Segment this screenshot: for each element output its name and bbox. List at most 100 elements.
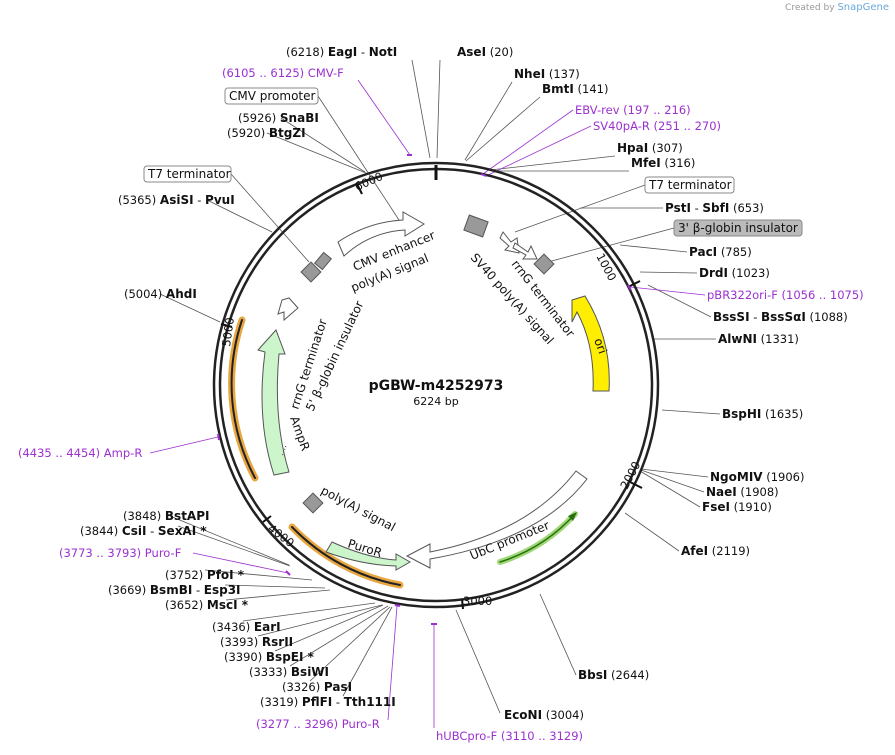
- enzyme-name: AlwNI: [718, 332, 757, 346]
- enzyme-label-naeI: NaeI (1908): [706, 485, 779, 499]
- enzyme-name-2: NotI: [369, 45, 398, 59]
- box-leader-t7-left: [230, 173, 310, 263]
- leader-line-earI: [242, 602, 376, 622]
- enzyme-name: PacI: [689, 245, 717, 259]
- enzyme-separator: -: [332, 695, 343, 709]
- enzyme-position: (137): [549, 67, 580, 81]
- enzyme-label-bspEI: (3390) BspEI *: [224, 650, 315, 664]
- enzyme-position: (3393): [220, 635, 258, 649]
- enzyme-label-asiSI-pvuI: (5365) AsiSI - PvuI: [118, 193, 235, 207]
- enzyme-name: BssSI: [713, 310, 750, 324]
- enzyme-label-csiI-sexAI: (3844) CsiI - SexAI *: [80, 524, 207, 538]
- created-by-text: Created by: [785, 3, 835, 13]
- enzyme-position: (5004): [124, 287, 162, 301]
- ori-feature: [571, 295, 610, 392]
- box-leader-beta-globin-3: [547, 227, 675, 263]
- leader-line-ngoMIV: [640, 468, 709, 478]
- t7-terminator-left-text: T7 terminator: [147, 167, 231, 181]
- enzyme-label-bbsI: BbsI (2644): [578, 668, 649, 682]
- leader-line-naeI: [640, 469, 705, 493]
- primer-name: CMV-F: [308, 66, 344, 80]
- leader-line-ecoNI: [455, 609, 501, 714]
- enzyme-label-hpaI: HpaI (307): [617, 141, 683, 155]
- enzyme-position: (6218): [286, 45, 324, 59]
- enzyme-position: (3319): [260, 695, 298, 709]
- enzyme-position: (3436): [212, 620, 250, 634]
- leader-line-hpaI: [489, 155, 616, 171]
- puror-feature: [325, 541, 412, 571]
- enzyme-position: (5926): [238, 111, 276, 125]
- enzyme-label-alwNI: AlwNI (1331): [718, 332, 799, 346]
- enzyme-label-bspHI: BspHI (1635): [722, 407, 803, 421]
- enzyme-label-bsmBI-esp3I: (3669) BsmBI - Esp3I: [108, 583, 241, 597]
- enzyme-label-pfoI: (3752) PfoI *: [165, 568, 245, 582]
- t7-terminator-left-box: T7 terminator: [143, 165, 232, 183]
- enzyme-name: MscI *: [207, 598, 249, 612]
- t7-terminator-right-box: T7 terminator: [644, 176, 735, 194]
- ori-label: ori: [591, 336, 609, 355]
- enzyme-name-2: Tth111I: [344, 695, 396, 709]
- leader-line-ahdI: [159, 293, 221, 323]
- primer-name: SV40pA-R: [593, 119, 650, 133]
- enzyme-position: (141): [578, 82, 609, 96]
- enzyme-label-earI: (3436) EarI: [212, 620, 281, 634]
- leader-line-pacI: [619, 244, 688, 253]
- enzyme-position: (1088): [809, 310, 847, 324]
- enzyme-name: BspEI *: [266, 650, 315, 664]
- enzyme-label-mfeI: MfeI (316): [631, 156, 695, 170]
- primer-marks: [217, 154, 632, 625]
- leader-line-bsiWI: [289, 605, 389, 667]
- leader-line-csiI-sexAI: [177, 525, 291, 567]
- leader-line-aseI: [436, 59, 441, 159]
- enzyme-separator: -: [146, 524, 157, 538]
- primer-range: (6105 .. 6125): [222, 66, 304, 80]
- primer-leader-puro-r: [387, 605, 398, 721]
- primer-range: (1056 .. 1075): [782, 288, 864, 302]
- leader-line-snaBI: [280, 117, 366, 173]
- leader-line-bstAPI: [169, 515, 290, 566]
- enzyme-name: PstI: [665, 201, 691, 215]
- primer-label-sv40pa-r: SV40pA-R (251 .. 270): [593, 119, 721, 133]
- leader-line-eagI-notI: [411, 59, 431, 159]
- polya-signal-bottom-label: poly(A) signal: [319, 483, 398, 534]
- enzyme-label-pflFI-tth111I: (3319) PflFI - Tth111I: [260, 695, 396, 709]
- enzyme-name-2: Esp3I: [204, 583, 241, 597]
- enzyme-position: (3004): [546, 708, 584, 722]
- enzyme-position: (653): [733, 201, 764, 215]
- tick-label-6000: 6000: [353, 169, 385, 194]
- enzyme-separator: -: [192, 583, 203, 597]
- enzyme-position: (5920): [227, 126, 265, 140]
- enzyme-position: (3669): [108, 583, 146, 597]
- leader-line-nheI: [464, 81, 513, 161]
- enzyme-separator: -: [750, 310, 761, 324]
- leader-line-bspEI: [274, 604, 384, 652]
- enzyme-separator: -: [194, 193, 205, 207]
- box-leader-cmv-promoter: [317, 95, 400, 221]
- leader-line-fseI: [639, 470, 701, 508]
- enzyme-label-bmtI: BmtI (141): [542, 82, 608, 96]
- primer-label-puro-r: (3277 .. 3296) Puro-R: [256, 717, 380, 731]
- leader-line-bmtI: [465, 96, 541, 162]
- enzyme-label-nheI: NheI (137): [514, 67, 580, 81]
- primer-range: (3110 .. 3129): [501, 729, 583, 743]
- enzyme-separator: -: [691, 201, 702, 215]
- enzyme-name: FseI: [702, 500, 730, 514]
- enzyme-position: (3333): [249, 665, 287, 679]
- enzyme-name: BstAPI: [165, 509, 210, 523]
- enzyme-position: (316): [664, 156, 695, 170]
- cmv-promoter-box: CMV promoter: [224, 87, 319, 105]
- enzyme-name: PasI: [324, 680, 352, 694]
- beta-globin-3-box: 3' β-globin insulator: [673, 219, 803, 237]
- primer-range: (4435 .. 4454): [18, 446, 100, 460]
- ubc-promoter-feature: [405, 470, 588, 569]
- enzyme-name: BbsI: [578, 668, 607, 682]
- enzyme-label-pstI-sbfI: PstI - SbfI (653): [665, 201, 764, 215]
- tick-label-3000: 3000: [463, 594, 492, 608]
- enzyme-label-bsssi-bsssai: BssSI - BssSαI (1088): [713, 310, 848, 324]
- enzyme-name: HpaI: [617, 141, 648, 155]
- primer-range: (251 .. 270): [654, 119, 722, 133]
- primer-name: Puro-R: [342, 717, 380, 731]
- primer-name: pBR322ori-F: [707, 288, 778, 302]
- enzyme-name: NaeI: [706, 485, 737, 499]
